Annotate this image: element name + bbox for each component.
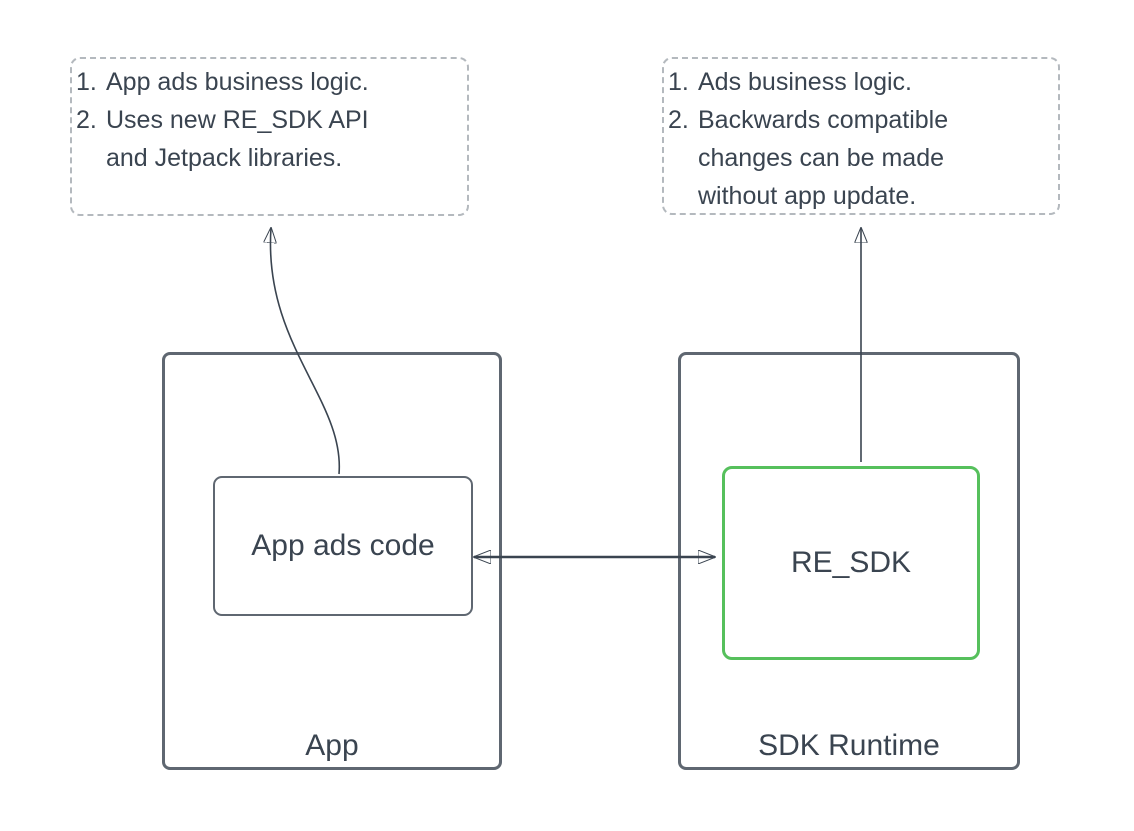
note-item: 1. Ads business logic.: [668, 63, 1054, 101]
app-ads-code-box: App ads code: [213, 476, 473, 616]
note-item: 2. Backwards compatible changes can be m…: [668, 101, 1054, 215]
note-item-text: Backwards compatible changes can be made…: [698, 106, 949, 210]
note-item-number: 2.: [76, 106, 97, 134]
app-container-box: App ads code App: [162, 352, 502, 770]
note-item: 2. Uses new RE_SDK API and Jetpack libra…: [76, 101, 463, 177]
note-box-sdk: 1. Ads business logic. 2. Backwards comp…: [662, 57, 1060, 215]
note-item-number: 1.: [668, 68, 689, 96]
app-container-label: App: [305, 729, 359, 762]
re-sdk-label: RE_SDK: [790, 546, 912, 579]
note-item-text: App ads business logic.: [106, 68, 369, 96]
app-ads-code-label: App ads code: [251, 529, 435, 562]
note-item-number: 2.: [668, 106, 689, 134]
note-item-text: Uses new RE_SDK API and Jetpack librarie…: [106, 106, 369, 172]
note-box-app: 1. App ads business logic. 2. Uses new R…: [70, 57, 469, 216]
note-item-number: 1.: [76, 68, 97, 96]
sdk-runtime-container-label: SDK Runtime: [758, 729, 940, 762]
re-sdk-box: RE_SDK: [722, 466, 980, 660]
note-item: 1. App ads business logic.: [76, 63, 463, 101]
sdk-runtime-container-box: RE_SDK SDK Runtime: [678, 352, 1020, 770]
note-item-text: Ads business logic.: [698, 68, 913, 96]
